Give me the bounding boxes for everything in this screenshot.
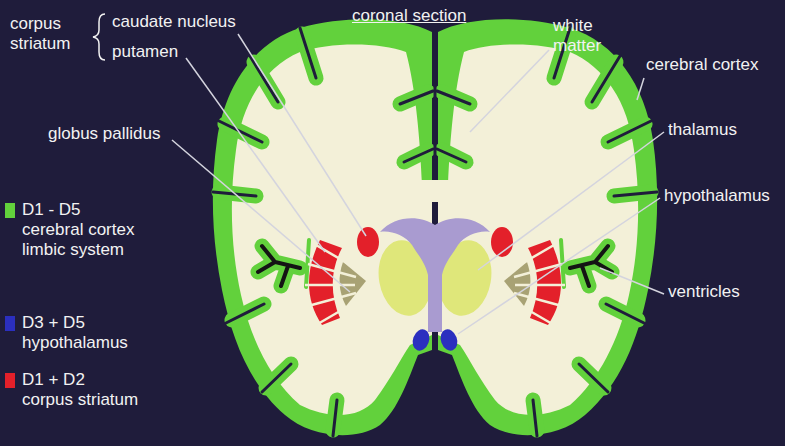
ventricle (380, 218, 490, 332)
part-label: globus pallidus (48, 124, 160, 144)
legend-text: D1 - D5 cerebral cortex limbic system (22, 200, 135, 260)
legend-swatch (5, 316, 15, 331)
part-label: cerebral cortex (646, 55, 758, 75)
part-label: putamen (112, 42, 178, 62)
bracket (93, 14, 105, 60)
legend-swatch (5, 203, 15, 218)
part-label: caudate nucleus (112, 12, 236, 32)
part-label: white matter (553, 16, 609, 56)
part-label: ventricles (668, 282, 740, 302)
midline-fissure (434, 30, 437, 180)
diagram-title: coronal section (352, 6, 466, 26)
leader-lines (172, 34, 664, 334)
part-label: hypothalamus (664, 186, 770, 206)
corpus-callosum (418, 180, 452, 202)
legend-text: D1 + D2 corpus striatum (22, 370, 139, 410)
legend-text: D3 + D5 hypothalamus (22, 313, 129, 353)
part-label: corpus striatum (10, 14, 74, 54)
legend-swatch (5, 373, 15, 388)
part-label: thalamus (668, 120, 737, 140)
